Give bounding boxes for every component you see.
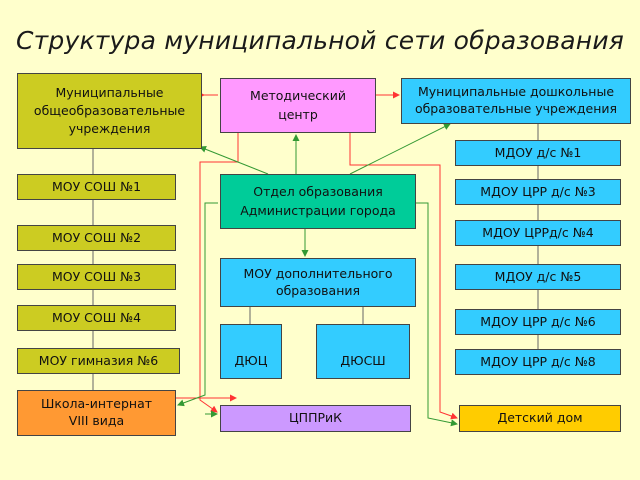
dept-to-schools-arrow bbox=[199, 145, 269, 175]
school-box-4: МОУ СОШ №4 bbox=[17, 305, 176, 331]
kindergarten-box-6: МДОУ ЦРР д/с №8 bbox=[455, 349, 621, 375]
school-label: МОУ СОШ №2 bbox=[51, 229, 142, 245]
methodical-to-orphanage-arrow bbox=[349, 133, 458, 420]
orphanage-label: Детский дом bbox=[497, 410, 583, 426]
kindergarten-label: МДОУ ЦРРд/с №4 bbox=[482, 224, 594, 240]
kindergarten-label: МДОУ д/с №1 bbox=[494, 144, 582, 160]
dyussh-label: ДЮСШ bbox=[340, 352, 386, 368]
dyuts-box: ДЮЦ bbox=[220, 324, 282, 379]
page-title: Структура муниципальной сети образования bbox=[15, 26, 625, 55]
school-box-2: МОУ СОШ №2 bbox=[17, 225, 176, 251]
kindergarten-box-4: МДОУ д/с №5 bbox=[455, 264, 621, 290]
education-department-box: Отдел образования Администрации города bbox=[220, 174, 416, 229]
kindergarten-label: МДОУ д/с №5 bbox=[494, 268, 582, 284]
methodical-center-box: Методический центр bbox=[220, 78, 376, 133]
boarding-school-label: Школа-интернат VIII вида bbox=[40, 396, 153, 428]
boarding-school-box: Школа-интернат VIII вида bbox=[17, 390, 176, 436]
orphanage-box: Детский дом bbox=[459, 405, 621, 432]
kindergarten-box-1: МДОУ д/с №1 bbox=[455, 140, 621, 166]
school-label: МОУ СОШ №3 bbox=[51, 268, 142, 284]
tsppik-box: ЦППРиК bbox=[220, 405, 411, 432]
tsppik-label: ЦППРиК bbox=[288, 410, 343, 426]
additional-education-box: МОУ дополнительного образования bbox=[220, 258, 416, 307]
additional-education-label: МОУ дополнительного образования bbox=[243, 265, 393, 298]
dept-to-preschool-arrow bbox=[349, 123, 451, 175]
school-label: МОУ СОШ №4 bbox=[51, 309, 142, 325]
school-box-1: МОУ СОШ №1 bbox=[17, 174, 176, 200]
dyuts-label: ДЮЦ bbox=[234, 352, 268, 368]
kindergarten-label: МДОУ ЦРР д/с №8 bbox=[480, 353, 596, 369]
dept-to-orphanage-arrow bbox=[416, 202, 458, 427]
preschool-label: Муниципальные дошкольные образовательные… bbox=[414, 84, 618, 116]
methodical-center-label: Методический центр bbox=[250, 88, 346, 122]
kindergarten-box-2: МДОУ ЦРР д/с №3 bbox=[455, 179, 621, 205]
municipal-schools-label: Муниципальные общеобразовательные учрежд… bbox=[33, 84, 186, 137]
kindergarten-label: МДОУ ЦРР д/с №6 bbox=[480, 313, 596, 329]
preschool-box: Муниципальные дошкольные образовательные… bbox=[401, 78, 631, 124]
school-box-5: МОУ гимназия №6 bbox=[17, 348, 180, 374]
school-label: МОУ гимназия №6 bbox=[38, 352, 159, 368]
kindergarten-box-5: МДОУ ЦРР д/с №6 bbox=[455, 309, 621, 335]
school-box-3: МОУ СОШ №3 bbox=[17, 264, 176, 290]
education-department-label: Отдел образования Администрации города bbox=[240, 184, 396, 218]
municipal-schools-box: Муниципальные общеобразовательные учрежд… bbox=[17, 73, 202, 149]
methodical-to-tsppik-arrow bbox=[199, 161, 238, 413]
dept-to-boarding-arrow bbox=[177, 202, 218, 407]
dyussh-box: ДЮСШ bbox=[316, 324, 410, 379]
kindergarten-box-3: МДОУ ЦРРд/с №4 bbox=[455, 220, 621, 246]
kindergarten-label: МДОУ ЦРР д/с №3 bbox=[480, 183, 596, 199]
school-label: МОУ СОШ №1 bbox=[51, 178, 142, 194]
